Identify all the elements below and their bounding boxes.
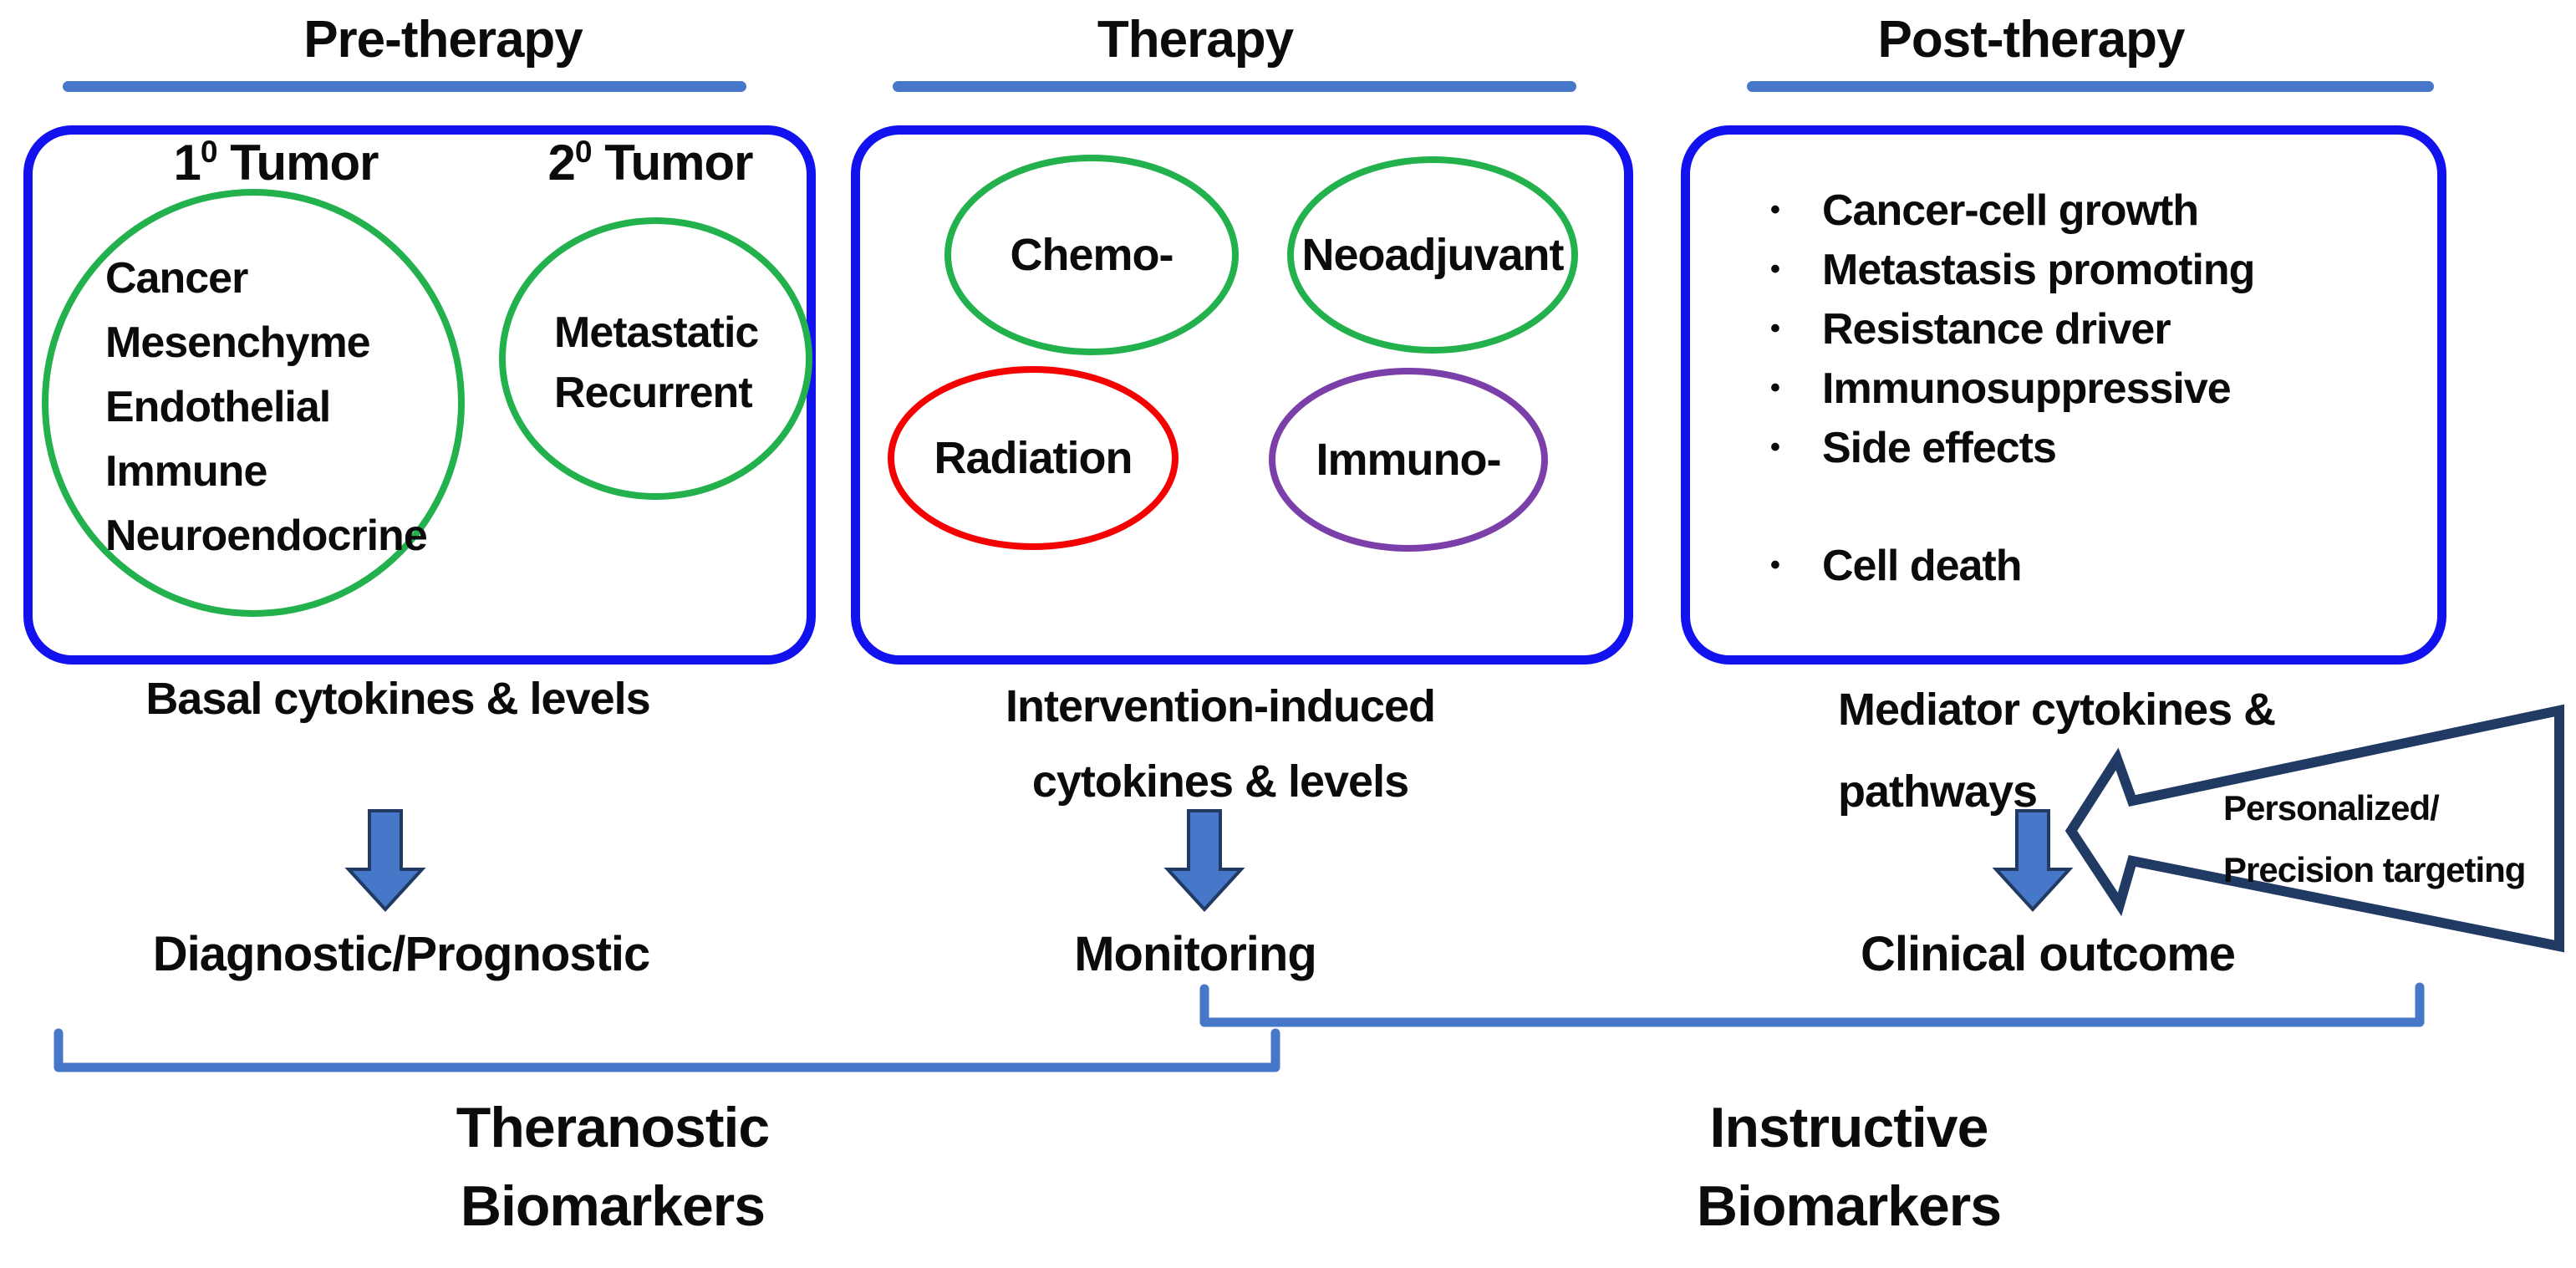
list-item: • Resistance driver [1762,299,2414,359]
pretherapy-underline [63,81,746,92]
primary-tumor-number: 1 [173,135,201,191]
neoadjuvant-label: Neoadjuvant [1301,230,1564,280]
list-item: • Metastasis promoting [1762,240,2414,299]
pretherapy-panel [23,125,816,665]
primary-tumor-heading: 10 Tumor [109,134,443,191]
theranostic-biomarkers-label: Theranostic Biomarkers [362,1088,863,1245]
label-line: Intervention-induced [1005,681,1436,731]
therapy-underline [893,81,1576,92]
bullet-text: Immunosuppressive [1822,364,2232,413]
bullet-icon: • [1770,253,1780,285]
chemo-label: Chemo- [1010,230,1174,280]
list-item: Metastatic [554,308,759,357]
clinical-outcome-label: Clinical outcome [1860,927,2236,981]
list-item: • Side effects [1762,418,2414,477]
diagnostic-prognostic-label: Diagnostic/Prognostic [152,927,651,981]
list-item: Immune [105,447,267,496]
intervention-cytokines-label: Intervention-induced cytokines & levels [882,669,1559,819]
label-line: Personalized/ [2223,788,2440,828]
list-item: Cancer [105,254,248,303]
bullet-text: Cancer-cell growth [1822,186,2199,235]
immuno-ellipse: Immuno- [1269,368,1548,552]
primary-tumor-superscript: 0 [200,134,218,169]
list-gap [1762,477,2414,536]
label-line: Biomarkers [1696,1174,2002,1238]
immuno-label: Immuno- [1316,435,1502,485]
secondary-tumor-cell-list: Metastatic Recurrent [554,303,759,423]
neoadjuvant-ellipse: Neoadjuvant [1287,156,1578,354]
bullet-text: Side effects [1822,423,2057,472]
bullet-text: Resistance driver [1822,304,2171,354]
radiation-label: Radiation [934,433,1133,483]
list-item: • Immunosuppressive [1762,359,2414,418]
secondary-tumor-ellipse [499,217,812,500]
posttherapy-underline [1747,81,2434,92]
secondary-tumor-word: Tumor [604,135,753,191]
list-item: Mesenchyme [105,318,371,367]
label-line: Mediator cytokines & [1838,685,2276,735]
down-arrow-icon [1163,809,1245,912]
posttherapy-bullet-list: • Cancer-cell growth • Metastasis promotin… [1762,181,2414,595]
bullet-icon: • [1770,431,1780,463]
bullet-icon: • [1770,549,1780,581]
basal-cytokines-label: Basal cytokines & levels [145,674,650,724]
bullet-icon: • [1770,372,1780,404]
label-line: Precision targeting [2223,850,2526,889]
down-arrow-icon [344,809,426,912]
primary-tumor-ellipse [42,189,465,617]
chemo-ellipse: Chemo- [944,155,1239,355]
primary-tumor-word: Tumor [230,135,379,191]
secondary-tumor-number: 2 [547,135,576,191]
label-line: cytokines & levels [1031,756,1409,807]
bullet-text: Cell death [1822,541,2022,590]
bullet-icon: • [1770,194,1780,226]
label-line: Instructive [1709,1096,1989,1159]
list-item: Endothelial [105,383,331,431]
therapy-title: Therapy [1097,11,1294,69]
monitoring-label: Monitoring [1074,927,1317,981]
secondary-tumor-heading: 20 Tumor [483,134,817,191]
posttherapy-panel [1681,125,2446,665]
instructive-bracket [1199,982,2425,1027]
list-item: • Cell death [1762,536,2414,595]
feedback-arrow-label: Personalized/ Precision targeting [2223,777,2526,901]
list-item: Neuroendocrine [105,512,428,560]
primary-tumor-cell-list: Cancer Mesenchyme Endothelial Immune Neu… [105,247,428,568]
mediator-cytokines-label: Mediator cytokines & pathways [1838,669,2276,833]
secondary-tumor-superscript: 0 [574,134,593,169]
instructive-biomarkers-label: Instructive Biomarkers [1598,1088,2100,1245]
radiation-ellipse: Radiation [888,366,1179,550]
list-item: Recurrent [554,369,753,417]
label-line: Biomarkers [460,1174,766,1238]
bullet-text: Metastasis promoting [1822,245,2255,294]
bullet-icon: • [1770,313,1780,344]
pretherapy-title: Pre-therapy [303,11,583,69]
theranostic-bracket [53,1028,1280,1072]
posttherapy-title: Post-therapy [1877,11,2186,69]
label-line: pathways [1838,766,2038,817]
list-item: • Cancer-cell growth [1762,181,2414,240]
label-line: Theranostic [456,1096,770,1159]
therapy-panel [851,125,1633,665]
